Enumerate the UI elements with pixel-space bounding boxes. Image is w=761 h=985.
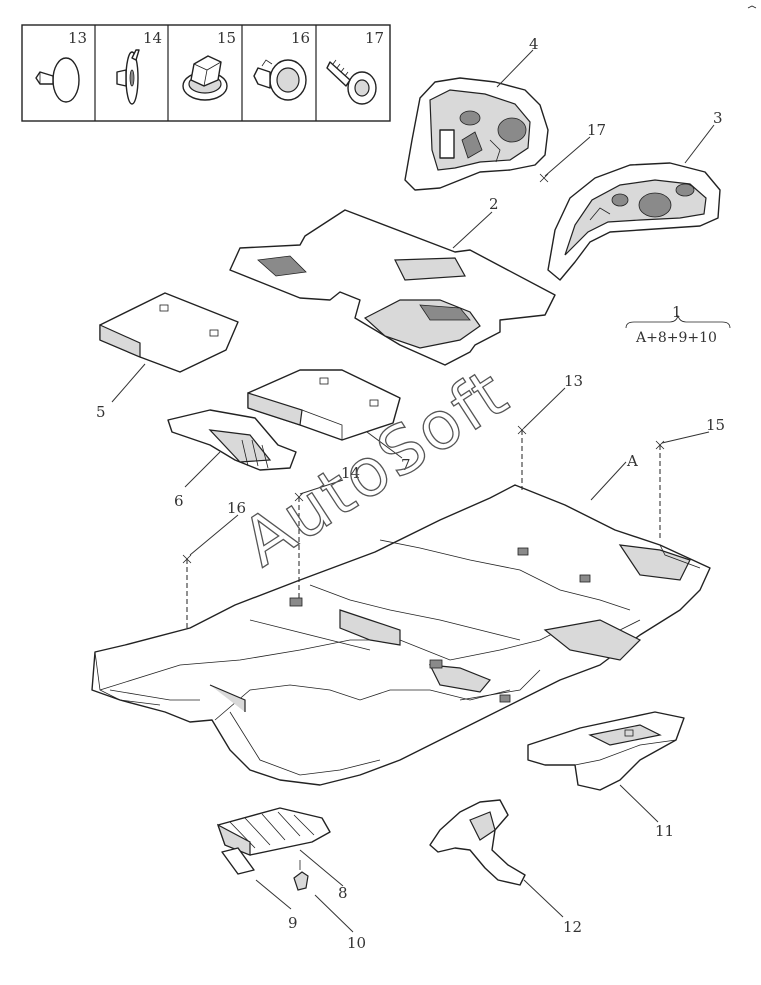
callout-3: 3 <box>713 109 723 127</box>
panel-label-15: 15 <box>217 29 236 47</box>
clip-16-icon <box>253 59 307 101</box>
callout-12: 12 <box>563 918 582 936</box>
callout-A: A <box>626 452 638 470</box>
floor-trim-11 <box>527 711 685 791</box>
panel-label-14: 14 <box>143 29 162 47</box>
callout-10: 10 <box>347 934 366 952</box>
floor-tray-6 <box>167 409 297 471</box>
callout-1: 1 <box>672 303 682 321</box>
callout-8: 8 <box>338 884 348 902</box>
callout-16: 16 <box>227 499 246 517</box>
fastener-panel: 13 14 15 16 17 <box>21 24 391 122</box>
callout-2: 2 <box>489 195 499 213</box>
callout-9: 9 <box>288 914 298 932</box>
callout-6: 6 <box>174 492 184 510</box>
bracket-12 <box>429 799 526 886</box>
wheelhouse-trim-right <box>547 162 721 281</box>
callout-17: 17 <box>587 121 606 139</box>
panel-label-16: 16 <box>291 29 310 47</box>
fastener-markers <box>182 173 665 630</box>
callout-13: 13 <box>564 372 583 390</box>
rivet-14-icon <box>116 49 140 105</box>
callout-7: 7 <box>401 456 411 474</box>
corner-mark <box>747 5 757 9</box>
push-clip-13-icon <box>35 57 80 103</box>
callout-15: 15 <box>706 416 725 434</box>
leader-lines <box>111 49 715 933</box>
luggage-mat <box>229 209 556 366</box>
clip-10 <box>293 860 309 891</box>
callout-4: 4 <box>529 35 539 53</box>
pad-9 <box>221 847 255 875</box>
mat-8 <box>216 807 331 856</box>
assembly-formula-text: A+8+9+10 <box>635 330 717 346</box>
callout-14: 14 <box>341 464 360 482</box>
nut-15-icon <box>182 55 228 101</box>
panel-label-13: 13 <box>68 29 87 47</box>
callout-labels: 4 3 2 17 1 5 6 7 13 15 A 14 16 11 12 8 9… <box>96 35 725 952</box>
screw-17-icon <box>326 59 377 105</box>
panel-label-17: 17 <box>365 29 384 47</box>
floor-pad-5 <box>99 292 239 373</box>
callout-5: 5 <box>96 403 106 421</box>
callout-11: 11 <box>655 822 674 840</box>
main-floor-carpet <box>91 484 711 786</box>
floor-pad-7 <box>247 369 401 441</box>
wheelhouse-trim-left <box>404 77 549 191</box>
assembly-formula: A+8+9+10 <box>625 314 731 346</box>
